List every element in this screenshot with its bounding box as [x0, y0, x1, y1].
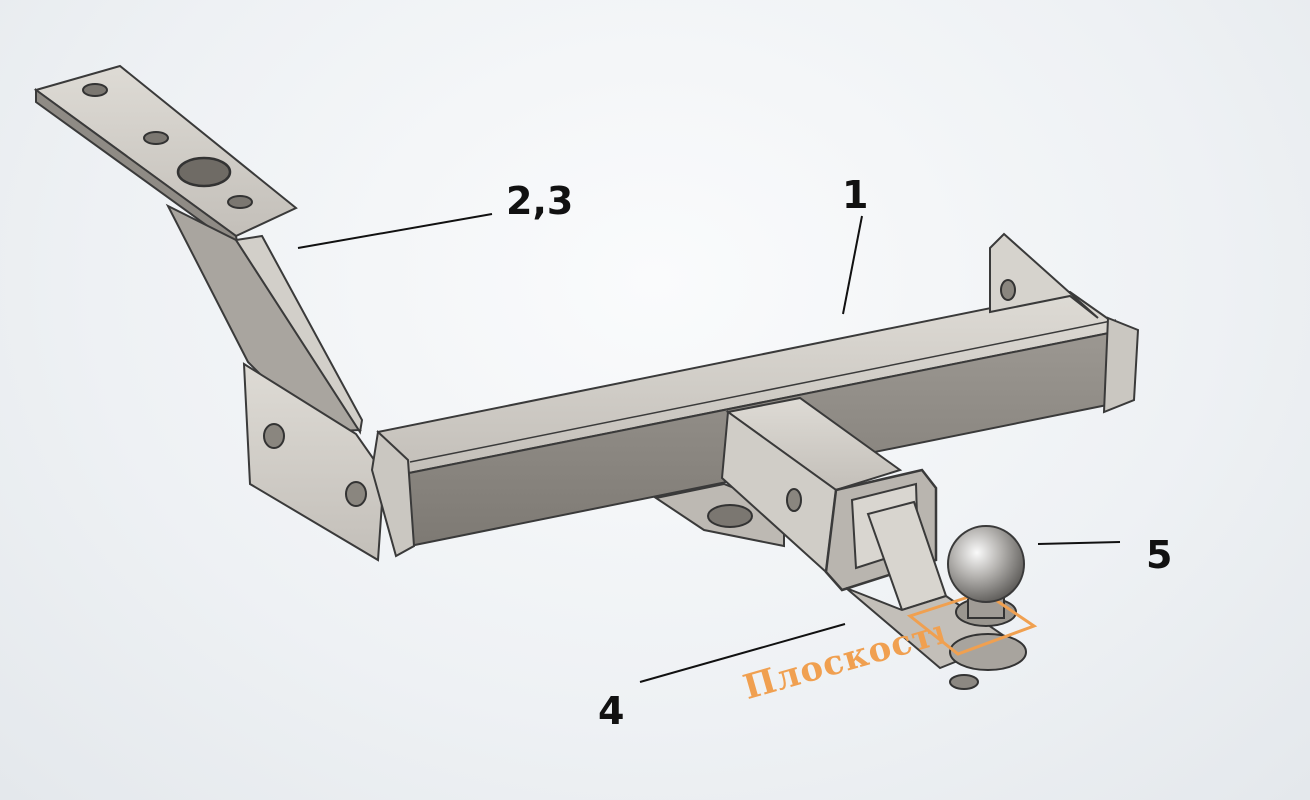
- bracket-strut-side: [234, 234, 364, 435]
- leader-line-4: [639, 623, 846, 683]
- bracket-top-plate: [33, 64, 298, 238]
- beam-left-end-cap: [370, 429, 416, 558]
- bracket-hole: [82, 83, 108, 97]
- left-plate-hole: [263, 423, 285, 449]
- tow-ball: [947, 525, 1025, 603]
- right-side-plate: [989, 232, 1099, 319]
- leader-line-2-3: [297, 213, 493, 249]
- receiver-pin-hole: [786, 488, 802, 512]
- left-plate-hole: [345, 481, 367, 507]
- bracket-hole: [143, 131, 169, 145]
- bracket-hole: [176, 156, 232, 188]
- right-plate-face: [989, 232, 1099, 319]
- beam-right-end-cap: [1102, 316, 1140, 414]
- left-side-plate: [242, 362, 386, 562]
- callout-part-4: 4: [598, 689, 625, 733]
- bracket-hole: [227, 195, 253, 209]
- beam-edge-line: [409, 319, 1117, 463]
- ball-nut: [949, 633, 1027, 671]
- callout-part-1: 1: [842, 173, 869, 217]
- callout-part-5: 5: [1146, 533, 1173, 577]
- callout-part-2-3: 2,3: [506, 179, 574, 223]
- leader-line-1: [842, 215, 863, 315]
- leader-line-5: [1037, 541, 1121, 545]
- right-plate-hole: [1000, 279, 1016, 301]
- left-bracket: [33, 64, 364, 435]
- bolt-end: [949, 674, 979, 690]
- plane-highlight: [906, 590, 1038, 656]
- left-plate-face: [242, 362, 386, 562]
- gusset-hole: [707, 504, 753, 528]
